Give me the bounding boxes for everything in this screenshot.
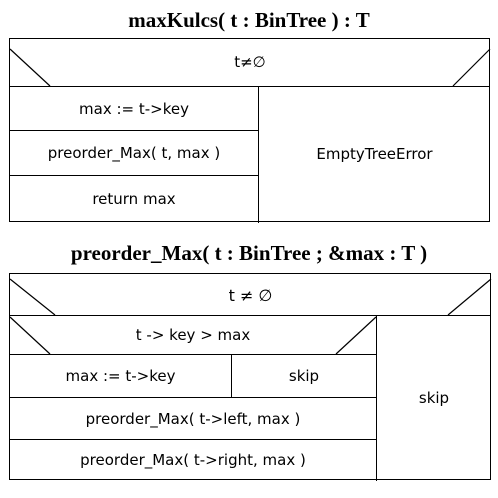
branch-diagonals bbox=[9, 48, 491, 87]
else-skip: skip bbox=[418, 388, 450, 407]
condition-label: t ≠ ∅ bbox=[228, 285, 273, 305]
function-title-maxkulcs: maxKulcs( t : BinTree ) : T bbox=[128, 8, 370, 32]
statement-recurse-left: preorder_Max( t->left, max ) bbox=[85, 409, 301, 428]
statement-assign-max: max := t->key bbox=[79, 99, 189, 118]
branch-diagonals bbox=[9, 278, 492, 355]
function-title-preorder-max: preorder_Max( t : BinTree ; &max : T ) bbox=[70, 241, 428, 265]
statement-return-max: return max bbox=[92, 189, 176, 208]
statement-recurse-right: preorder_Max( t->right, max ) bbox=[80, 450, 306, 469]
inner-condition-label: t -> key > max bbox=[135, 326, 251, 344]
statement-assign-max: max := t->key bbox=[65, 367, 176, 385]
structogram-preorder-max: t ≠ ∅ t -> key > max max := t->key skip … bbox=[9, 273, 492, 481]
inner-else-skip: skip bbox=[288, 367, 320, 385]
condition-label: t≠∅ bbox=[234, 52, 266, 71]
else-statement: EmptyTreeError bbox=[316, 145, 433, 163]
statement-call-preorder: preorder_Max( t, max ) bbox=[47, 144, 221, 162]
structogram-maxkulcs: t≠∅ max := t->key preorder_Max( t, max )… bbox=[9, 38, 491, 223]
